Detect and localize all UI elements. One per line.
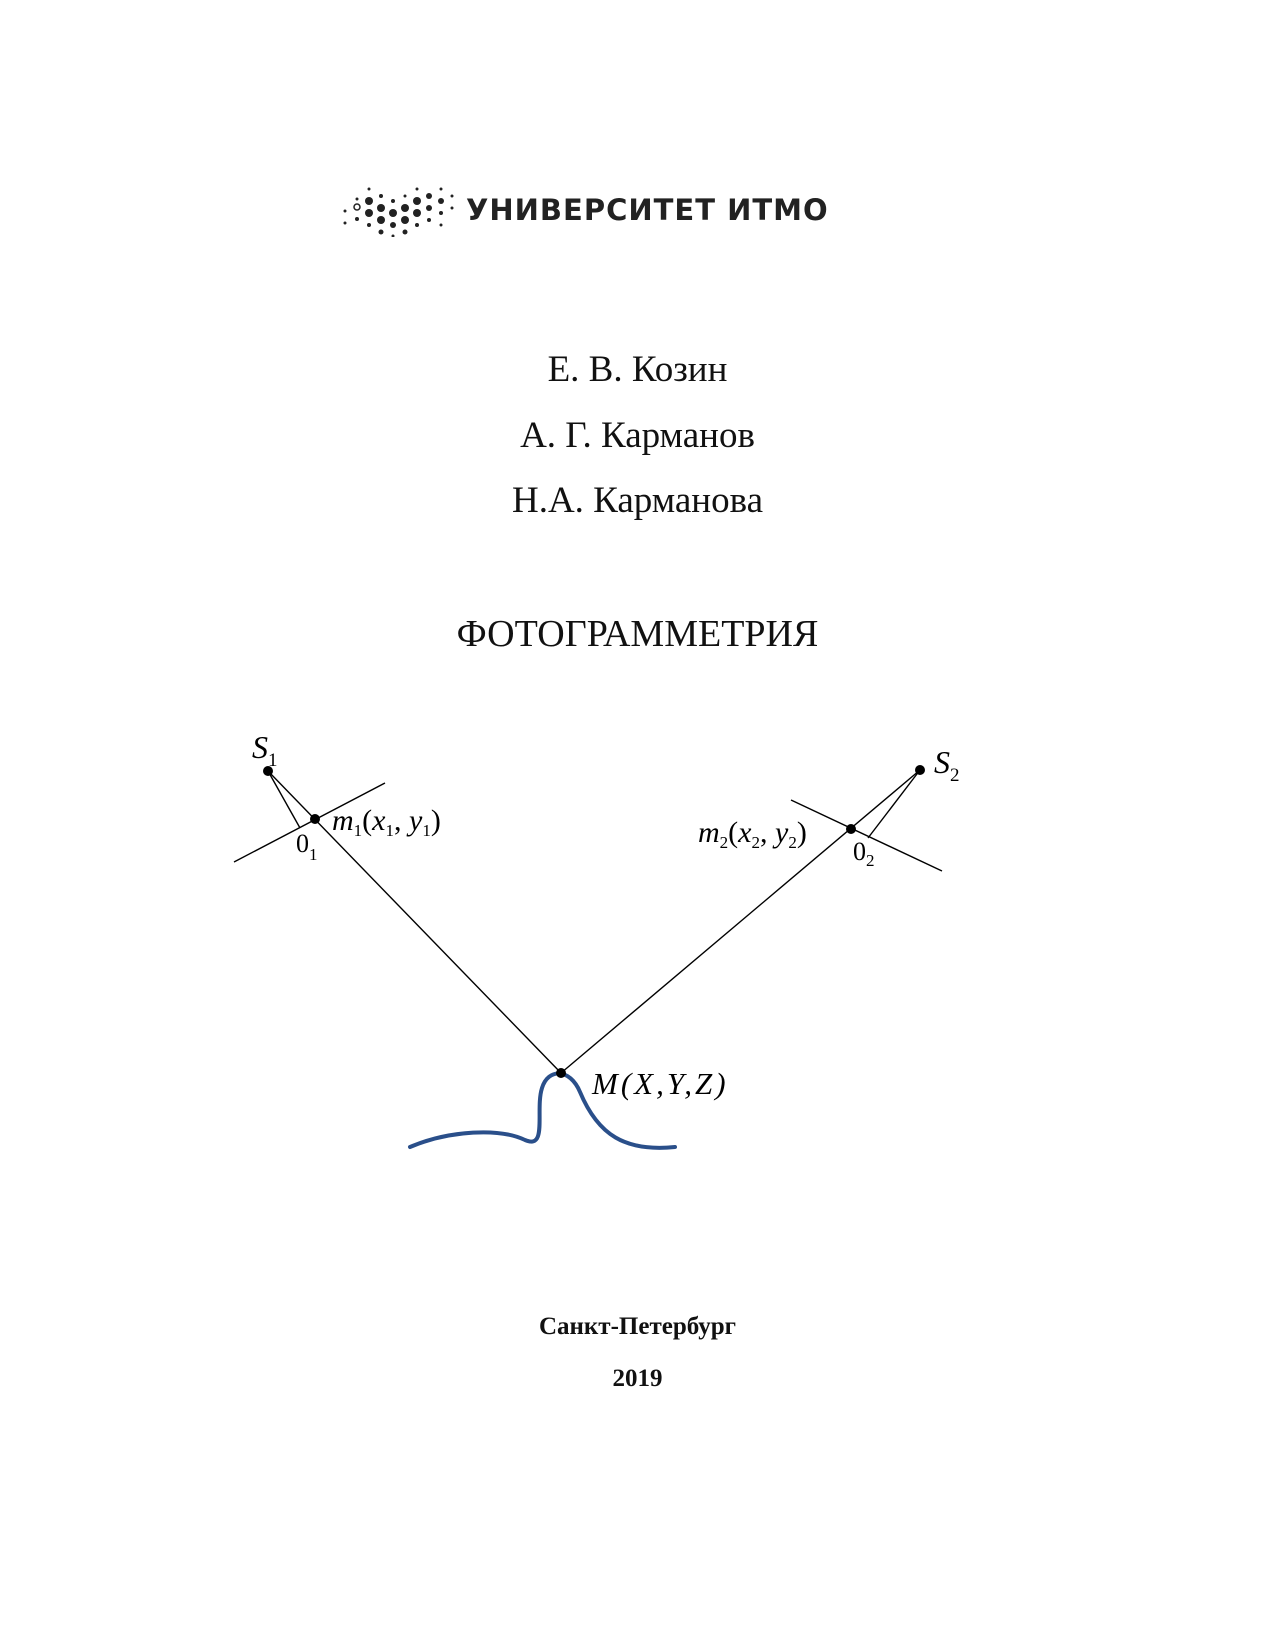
- point-m1: [310, 814, 320, 824]
- ray-s1-o1: [267, 770, 301, 829]
- ray-s2-o2: [867, 769, 921, 839]
- author-name: Н.А. Карманова: [511, 480, 764, 521]
- label-o1: 01: [296, 829, 318, 864]
- terrain-curve: [408, 1071, 677, 1150]
- itmo-logo: УНИВЕРСИТЕТ ИТМО: [342, 183, 829, 237]
- label-m2: m2(x2, y2): [698, 816, 807, 852]
- itmo-dots-icon: [343, 187, 454, 237]
- author-name: Е. В. Козин: [547, 349, 728, 390]
- label-o2: 02: [853, 837, 875, 870]
- point-s1: [263, 766, 273, 776]
- book-title: ФОТОГРАММЕТРИЯ: [456, 613, 819, 655]
- label-M: M(X,Y,Z): [591, 1066, 729, 1101]
- image-plane-2: [790, 799, 943, 872]
- ray-s2-M: [560, 769, 921, 1074]
- point-m2: [846, 824, 856, 834]
- label-m1: m1(x1, y1): [332, 804, 441, 840]
- label-s2: S2: [934, 744, 960, 786]
- logo-text: УНИВЕРСИТЕТ ИТМО: [466, 193, 829, 227]
- image-plane-1: [233, 782, 386, 863]
- publication-year: 2019: [612, 1365, 663, 1392]
- publication-city: Санкт-Петербург: [538, 1313, 737, 1340]
- point-s2: [915, 765, 925, 775]
- label-s1: S1: [252, 729, 278, 771]
- author-name: А. Г. Карманов: [520, 415, 755, 456]
- point-M: [556, 1068, 566, 1078]
